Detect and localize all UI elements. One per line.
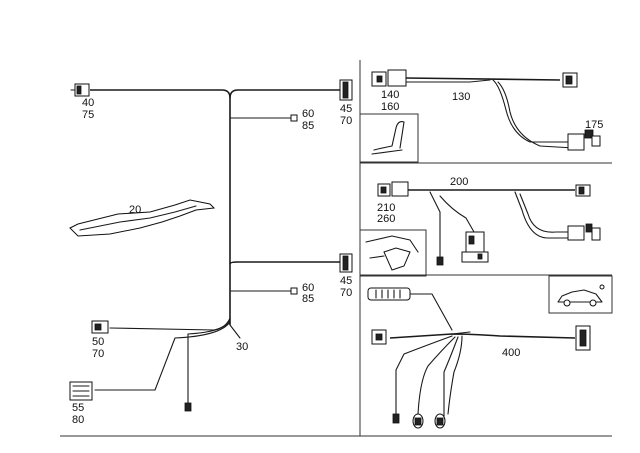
label-20: 20 (129, 204, 141, 216)
seat-inset (359, 113, 419, 163)
label-45-mid: 45 (340, 275, 352, 287)
connector-60-85-mid: 60 85 (290, 282, 314, 305)
connector-400-bottom-plugs (392, 413, 446, 429)
connector-55-80: 55 80 (69, 381, 93, 426)
connector-400-left (371, 329, 387, 345)
label-85-top: 85 (302, 120, 314, 132)
label-30: 30 (236, 341, 248, 353)
connector-200-mid-box (461, 231, 489, 263)
connector-200-right-end (575, 184, 591, 197)
seat-icon (371, 121, 405, 155)
plug-200-bottom (436, 256, 444, 266)
label-60-top: 60 (302, 108, 314, 120)
label-45-top: 45 (340, 103, 352, 115)
connector-140-160: 140 160 (371, 69, 407, 113)
label-70-top: 70 (340, 115, 352, 127)
label-80: 80 (72, 414, 84, 426)
label-50: 50 (92, 336, 104, 348)
label-210: 210 (377, 202, 395, 214)
label-160: 160 (381, 101, 399, 113)
harness-30 (90, 89, 340, 406)
connector-400-grommet (367, 287, 411, 301)
label-130: 130 (452, 91, 470, 103)
part-20-bracket: 20 (69, 199, 216, 237)
label-85-mid: 85 (302, 293, 314, 305)
door-panel-icon (365, 235, 419, 271)
car-silhouette-inset (548, 275, 613, 314)
label-140: 140 (381, 89, 399, 101)
car-silhouette-icon (557, 284, 605, 307)
label-200: 200 (450, 176, 468, 188)
connector-45-70-top: 45 70 (339, 79, 353, 127)
connector-50-70: 50 70 (91, 320, 109, 360)
harness-400 (389, 293, 576, 417)
connector-210-260: 210 260 (377, 181, 409, 225)
label-40: 40 (82, 97, 94, 109)
label-175: 175 (585, 119, 603, 131)
connector-200-lower-right (567, 223, 601, 241)
connector-40-75: 40 75 (70, 83, 94, 121)
label-400: 400 (502, 347, 520, 359)
panel-dividers (60, 60, 612, 437)
label-70-low: 70 (92, 348, 104, 360)
harness-200 (408, 189, 575, 259)
connector-60-85-top: 60 85 (290, 108, 314, 132)
harness-130 (405, 77, 575, 149)
connector-45-70-mid: 45 70 (339, 253, 353, 299)
label-60-mid: 60 (302, 282, 314, 294)
label-70-mid: 70 (340, 287, 352, 299)
connector-right-130-end (562, 72, 578, 88)
label-55: 55 (72, 402, 84, 414)
label-75: 75 (82, 109, 94, 121)
door-panel-inset (359, 229, 427, 277)
connector-400-right (575, 325, 591, 351)
plug-end (184, 402, 192, 412)
label-260: 260 (377, 213, 395, 225)
connector-175: 175 (567, 119, 603, 151)
